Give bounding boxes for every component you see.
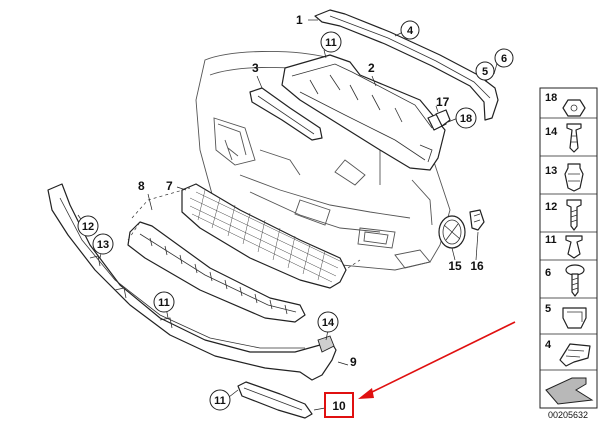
callout-11c: 11 [214, 395, 226, 407]
callout-7: 7 [166, 179, 173, 193]
part-9-lower-spoiler [47, 183, 337, 381]
callout-12-circle [77, 215, 99, 237]
part-17-bracket [435, 109, 451, 127]
highlight-arrow [358, 321, 516, 399]
callout-2: 2 [368, 61, 375, 75]
side-parts-panel: 18 14 13 12 11 6 5 4 [539, 87, 598, 420]
callout-12: 12 [82, 221, 94, 233]
callout-9: 9 [350, 355, 357, 369]
panel-label-14: 14 [545, 126, 558, 138]
reference-code: 00205632 [548, 410, 588, 420]
panel-label-5: 5 [545, 303, 551, 315]
callout-6: 6 [501, 53, 507, 65]
callout-3: 3 [252, 61, 259, 75]
nut-clip-icon [562, 307, 587, 329]
panel-label-12: 12 [545, 201, 557, 213]
callout-4-circle [400, 20, 420, 40]
part-10-trim [237, 381, 313, 419]
callout-18-circle [455, 107, 477, 129]
panel-label-6: 6 [545, 267, 551, 279]
assembly-direction-icon [545, 377, 594, 405]
panel-label-18: 18 [545, 92, 557, 104]
callout-4: 4 [407, 25, 414, 37]
callout-labels: 1 4 11 6 5 3 2 17 18 8 7 12 13 15 16 11 … [77, 13, 514, 418]
part-3-bracket [249, 87, 323, 141]
callout-1: 1 [296, 13, 303, 27]
callout-5-circle [475, 61, 495, 81]
panel-label-13: 13 [545, 165, 557, 177]
part-1-trim-strip [314, 9, 499, 121]
callout-11b: 11 [158, 297, 170, 309]
callout-14: 14 [322, 317, 335, 329]
clip-rivet-icon [564, 163, 584, 192]
callout-10: 10 [332, 399, 346, 413]
callout-8: 8 [138, 179, 145, 193]
callout-11c-circle [209, 389, 231, 411]
highlight-box [324, 392, 354, 418]
callout-13: 13 [97, 239, 109, 251]
callout-5: 5 [482, 66, 488, 78]
callout-14-circle [317, 311, 339, 333]
callout-18: 18 [460, 113, 472, 125]
part-8-grille-frame [127, 221, 306, 323]
spring-clip-icon [559, 343, 591, 367]
push-rivet-icon [565, 235, 583, 259]
nut-icon [562, 99, 586, 117]
placement-lines [127, 187, 361, 269]
callout-6-circle [494, 48, 514, 68]
expanding-rivet-icon [566, 123, 582, 153]
callout-11b-circle [153, 291, 175, 313]
panel-label-4: 4 [545, 339, 552, 351]
callout-17: 17 [436, 95, 450, 109]
screw-icon [566, 199, 582, 231]
part-16-clip [469, 209, 485, 231]
callout-16: 16 [470, 259, 484, 273]
callout-11a: 11 [325, 37, 337, 49]
part-2-carrier [281, 54, 447, 171]
part-7-mesh-grille [181, 183, 347, 289]
part-15-emblem [438, 215, 466, 249]
panel-label-11: 11 [545, 234, 557, 246]
callout-15: 15 [448, 259, 462, 273]
callout-11a-circle [320, 31, 342, 53]
callout-13-circle [92, 233, 114, 255]
